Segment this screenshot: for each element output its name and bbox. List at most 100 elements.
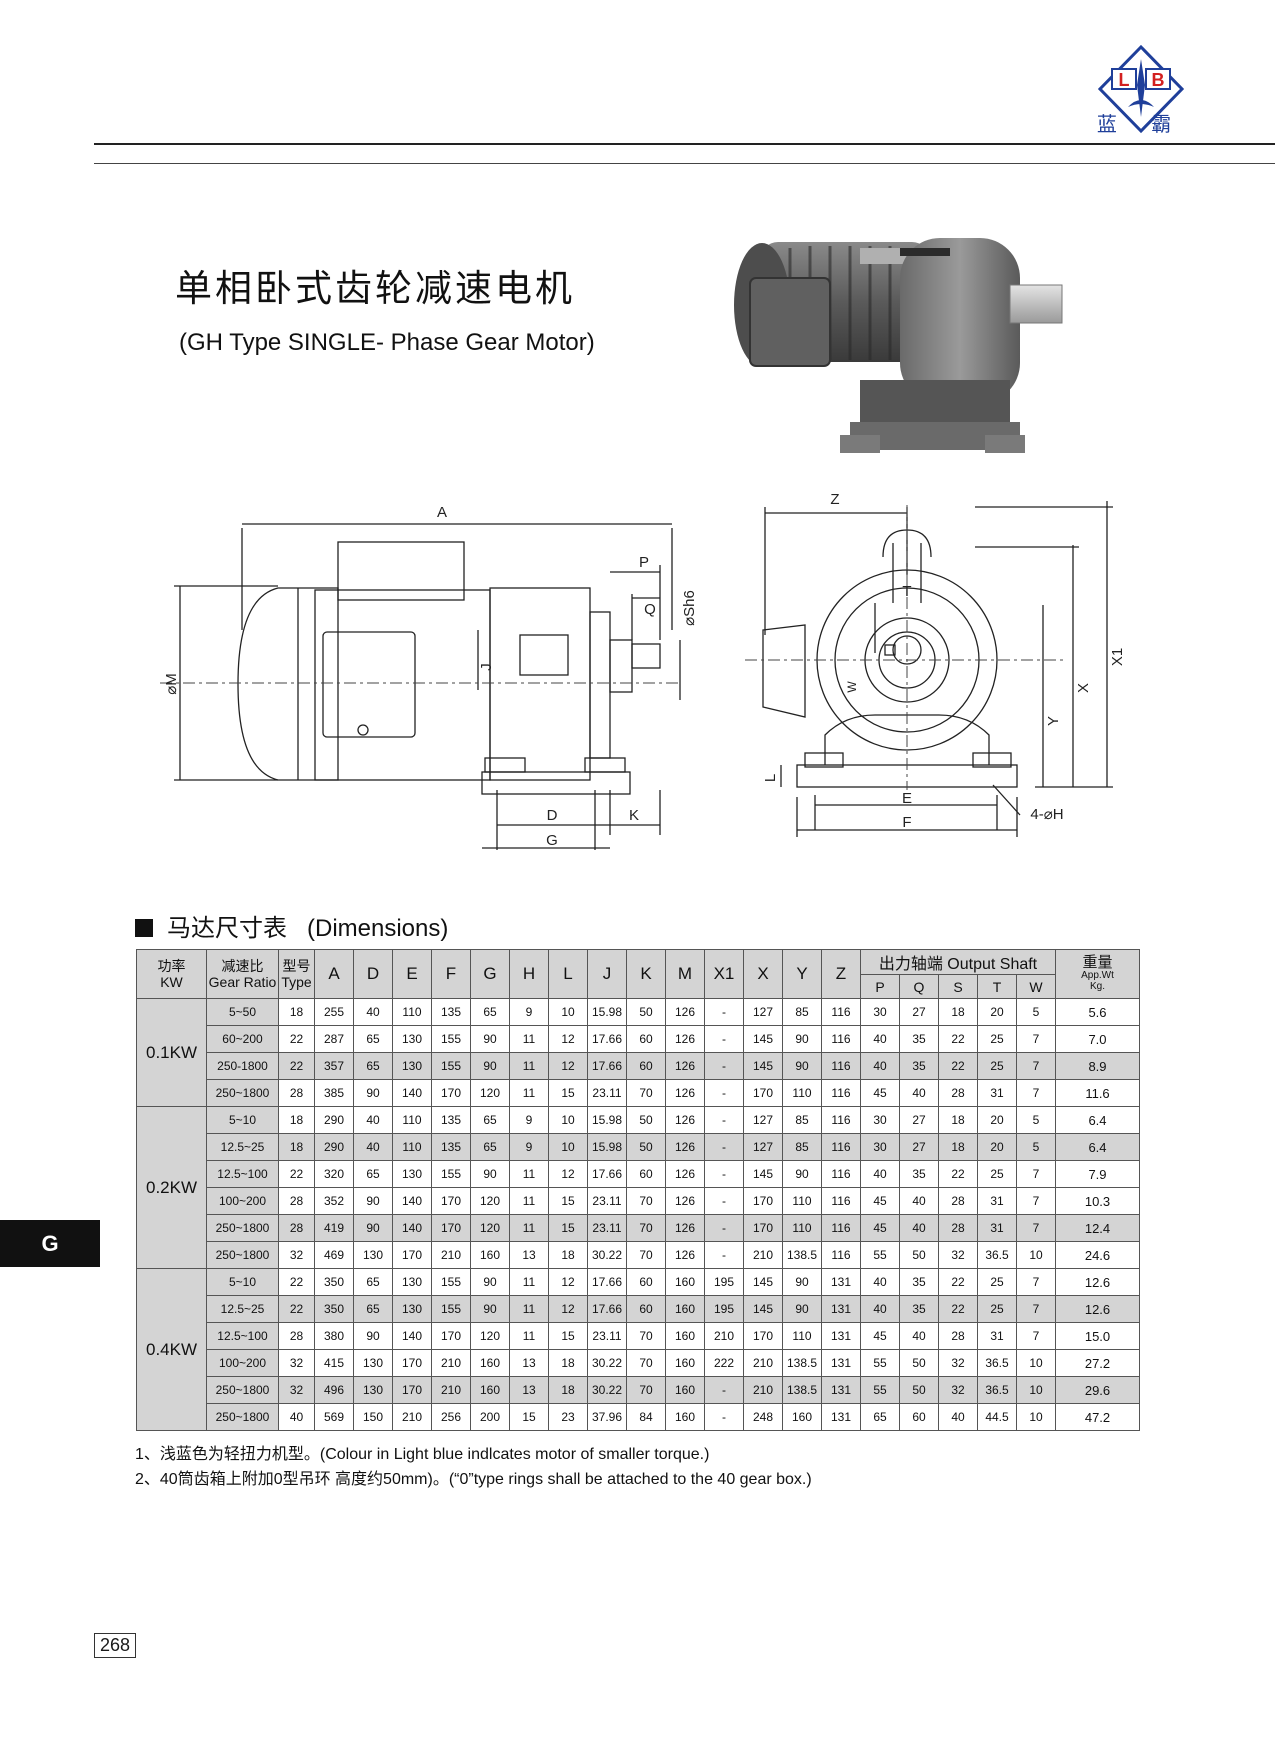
table-cell: 11 (509, 1268, 549, 1296)
table-cell: 18 (938, 1133, 978, 1161)
table-cell: 70 (626, 1376, 666, 1404)
table-cell: 7 (1016, 1214, 1056, 1242)
page-title-cn: 单相卧式齿轮减速电机 (175, 267, 575, 310)
table-cell: 28 (938, 1214, 978, 1242)
table-cell: 130 (353, 1349, 393, 1377)
header-output-shaft: 出力轴端 Output Shaft (860, 949, 1056, 975)
table-cell: 70 (626, 1187, 666, 1215)
table-cell: 50 (899, 1241, 939, 1269)
table-cell: 130 (353, 1241, 393, 1269)
table-cell: 32 (938, 1349, 978, 1377)
table-cell: 90 (470, 1025, 510, 1053)
weight-cell: 24.6 (1055, 1241, 1140, 1269)
table-cell: 45 (860, 1079, 900, 1107)
table-cell: 32 (278, 1349, 315, 1377)
table-cell: 210 (743, 1241, 783, 1269)
table-cell: 36.5 (977, 1349, 1017, 1377)
dim-label-e: E (902, 790, 912, 807)
weight-cell: 12.6 (1055, 1268, 1140, 1296)
table-cell: 138.5 (782, 1349, 822, 1377)
table-cell: 60 (626, 1052, 666, 1080)
table-cell: 11 (509, 1160, 549, 1188)
table-cell: - (704, 1160, 744, 1188)
table-cell: 65 (470, 1133, 510, 1161)
table-cell: 30 (860, 1106, 900, 1134)
table-cell: 5 (1016, 1106, 1056, 1134)
header-x1: X1 (704, 949, 744, 999)
table-cell: 138.5 (782, 1241, 822, 1269)
table-cell: 126 (665, 1025, 705, 1053)
table-cell: 40 (899, 1214, 939, 1242)
table-cell: 90 (470, 1268, 510, 1296)
brand-logo: L B (1098, 45, 1184, 134)
table-cell: 210 (743, 1349, 783, 1377)
table-cell: 40 (860, 1025, 900, 1053)
table-cell: 9 (509, 1106, 549, 1134)
table-cell: 155 (431, 1025, 471, 1053)
logo-letter-l: L (1119, 70, 1130, 90)
table-cell: 170 (392, 1241, 432, 1269)
table-cell: 35 (899, 1052, 939, 1080)
table-cell: 385 (314, 1079, 354, 1107)
table-cell: 140 (392, 1187, 432, 1215)
table-cell: 70 (626, 1322, 666, 1350)
dim-label-p: P (639, 554, 649, 571)
table-cell: 7 (1016, 1079, 1056, 1107)
table-cell: 17.66 (587, 1160, 627, 1188)
gear-ratio-cell: 60~200 (206, 1025, 279, 1053)
header-g: G (470, 949, 510, 999)
table-cell: 160 (470, 1349, 510, 1377)
table-cell: 25 (977, 1160, 1017, 1188)
table-cell: 155 (431, 1295, 471, 1323)
dim-label-m: ⌀M (163, 673, 180, 695)
table-cell: 110 (782, 1322, 822, 1350)
table-cell: 9 (509, 1133, 549, 1161)
table-cell: 13 (509, 1241, 549, 1269)
table-cell: 60 (626, 1295, 666, 1323)
table-cell: 126 (665, 1160, 705, 1188)
weight-cell: 6.4 (1055, 1106, 1140, 1134)
table-cell: 40 (899, 1187, 939, 1215)
section-title: 马达尺寸表(Dimensions) (135, 908, 448, 943)
table-cell: 70 (626, 1214, 666, 1242)
header-rule-thin (94, 163, 1275, 164)
table-cell: 23.11 (587, 1187, 627, 1215)
table-cell: 22 (938, 1052, 978, 1080)
weight-cell: 5.6 (1055, 998, 1140, 1026)
weight-cell: 12.4 (1055, 1214, 1140, 1242)
table-cell: 17.66 (587, 1295, 627, 1323)
table-cell: 40 (899, 1079, 939, 1107)
logo-letter-b: B (1152, 70, 1165, 90)
table-cell: 32 (278, 1241, 315, 1269)
table-cell: 22 (938, 1160, 978, 1188)
table-cell: 10 (548, 1106, 588, 1134)
table-cell: 195 (704, 1268, 744, 1296)
table-cell: 126 (665, 1079, 705, 1107)
table-cell: 90 (782, 1160, 822, 1188)
table-cell: 40 (860, 1295, 900, 1323)
table-cell: 10 (548, 998, 588, 1026)
table-cell: 90 (470, 1052, 510, 1080)
table-cell: 35 (899, 1295, 939, 1323)
table-cell: 22 (278, 1160, 315, 1188)
table-cell: 65 (353, 1052, 393, 1080)
table-cell: 116 (821, 998, 861, 1026)
dim-label-sh: ⌀Sh6 (681, 590, 698, 626)
header-y: Y (782, 949, 822, 999)
table-cell: 20 (977, 1106, 1017, 1134)
table-cell: 90 (353, 1214, 393, 1242)
table-cell: 18 (278, 1106, 315, 1134)
weight-cell: 12.6 (1055, 1295, 1140, 1323)
weight-cell: 6.4 (1055, 1133, 1140, 1161)
table-cell: 145 (743, 1025, 783, 1053)
table-cell: 70 (626, 1349, 666, 1377)
table-cell: 85 (782, 1133, 822, 1161)
